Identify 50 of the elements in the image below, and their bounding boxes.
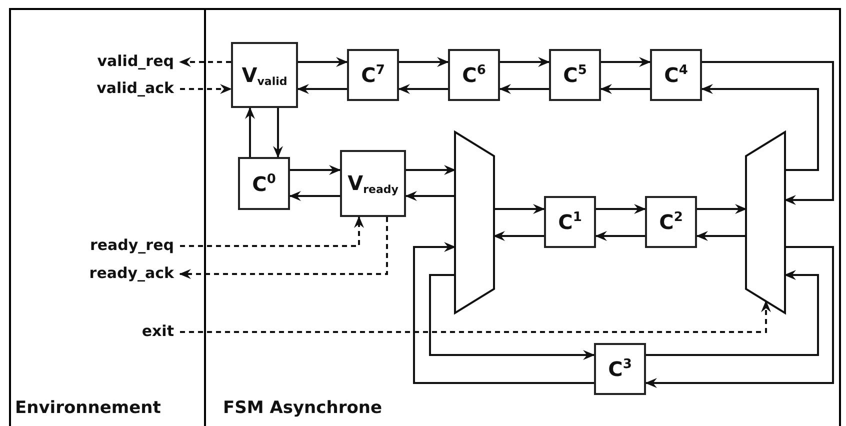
arrow xyxy=(398,84,448,94)
state-box: C$^{2}$ xyxy=(645,196,697,248)
arrow xyxy=(500,57,550,67)
arrow xyxy=(413,242,594,384)
state-box: C$^{5}$ xyxy=(549,49,601,101)
arrow xyxy=(697,204,747,214)
dashed-arrow xyxy=(179,217,388,279)
arrow xyxy=(696,231,746,241)
signal-label: ready_req xyxy=(90,236,174,254)
state-box: C$^{1}$ xyxy=(544,196,596,248)
dashed-arrow xyxy=(180,300,771,333)
arrow xyxy=(595,231,645,241)
dashed-arrow xyxy=(179,57,231,67)
arrow xyxy=(499,84,549,94)
arrow xyxy=(601,57,651,67)
arrow xyxy=(405,191,455,201)
signal-label: ready_ack xyxy=(89,264,174,282)
multiplexer-symbol xyxy=(455,132,494,313)
section-title: FSM Asynchrone xyxy=(223,398,382,418)
arrow xyxy=(298,57,348,67)
arrow xyxy=(645,246,834,388)
state-box: C$^{6}$ xyxy=(448,49,500,101)
state-box: C$^{4}$ xyxy=(650,49,702,101)
arrow xyxy=(290,165,341,175)
arrow xyxy=(429,274,595,360)
state-box: C$^{0}$ xyxy=(238,157,290,210)
state-box: V$_{ready}$ xyxy=(340,150,406,217)
arrow xyxy=(701,84,819,171)
dashed-arrow xyxy=(180,84,232,94)
state-box: C$^{3}$ xyxy=(594,343,646,395)
arrow xyxy=(245,107,255,157)
arrow xyxy=(297,84,347,94)
signal-label: valid_req xyxy=(97,52,174,70)
arrow xyxy=(289,191,340,201)
signal-label: exit xyxy=(142,322,174,340)
dashed-arrow xyxy=(180,216,364,247)
arrow xyxy=(596,204,646,214)
arrow xyxy=(646,270,819,356)
arrow xyxy=(702,61,834,205)
arrow xyxy=(600,84,650,94)
arrow xyxy=(399,57,449,67)
arrow xyxy=(493,231,544,241)
state-box: V$_{valid}$ xyxy=(231,42,298,108)
arrow xyxy=(494,204,545,214)
multiplexer-symbol xyxy=(746,132,785,313)
arrow xyxy=(406,165,456,175)
state-box: C$^{7}$ xyxy=(347,49,399,101)
signal-label: valid_ack xyxy=(96,79,174,97)
arrow xyxy=(273,108,283,158)
section-title: Environnement xyxy=(15,398,161,418)
